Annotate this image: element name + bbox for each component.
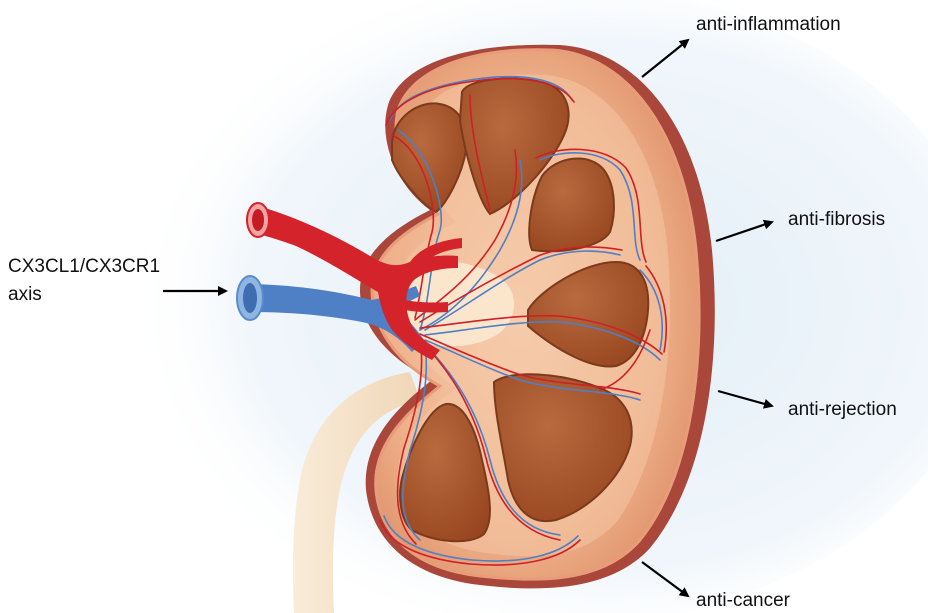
effect-label-anti-cancer: anti-cancer [696,590,791,611]
axis-label-line2: axis [8,284,42,305]
effect-label-anti-rejection: anti-rejection [788,399,897,420]
effect-label-anti-fibrosis: anti-fibrosis [788,209,885,230]
effect-label-anti-inflammation: anti-inflammation [696,14,841,35]
axis-label-line1: CX3CL1/CX3CR1 [8,256,160,277]
